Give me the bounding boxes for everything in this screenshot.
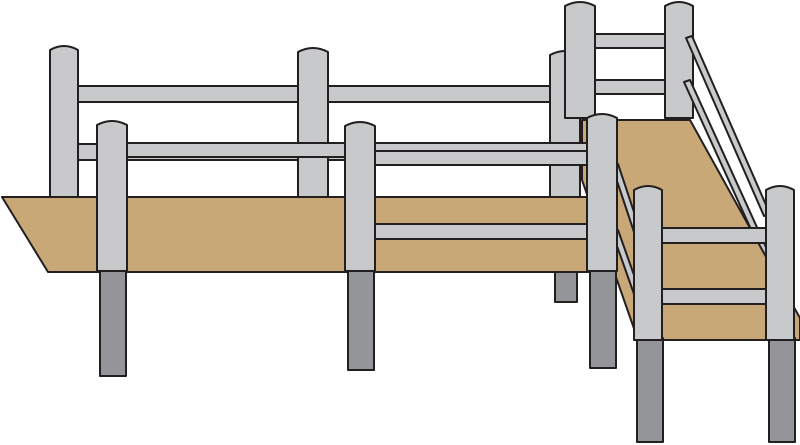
- pile: [99, 269, 127, 377]
- pile: [636, 337, 664, 443]
- rail: [371, 150, 591, 166]
- post: [96, 120, 128, 272]
- pile: [768, 337, 796, 443]
- rail: [591, 79, 677, 95]
- back-piles: [554, 267, 578, 303]
- rail: [591, 33, 677, 49]
- rail: [659, 227, 771, 244]
- back-posts: [49, 1, 694, 199]
- post: [49, 45, 79, 199]
- pile: [554, 267, 578, 303]
- pile: [589, 269, 617, 369]
- rail: [659, 288, 771, 305]
- far-right-upper-rails: [591, 33, 677, 95]
- post: [297, 47, 329, 199]
- post: [664, 1, 694, 119]
- pile: [347, 269, 375, 371]
- post: [765, 185, 795, 341]
- post: [633, 185, 663, 341]
- post: [586, 113, 618, 272]
- front-piles: [99, 269, 796, 443]
- post: [344, 121, 376, 272]
- front-posts: [96, 113, 795, 341]
- rail: [371, 223, 591, 240]
- post: [564, 1, 596, 119]
